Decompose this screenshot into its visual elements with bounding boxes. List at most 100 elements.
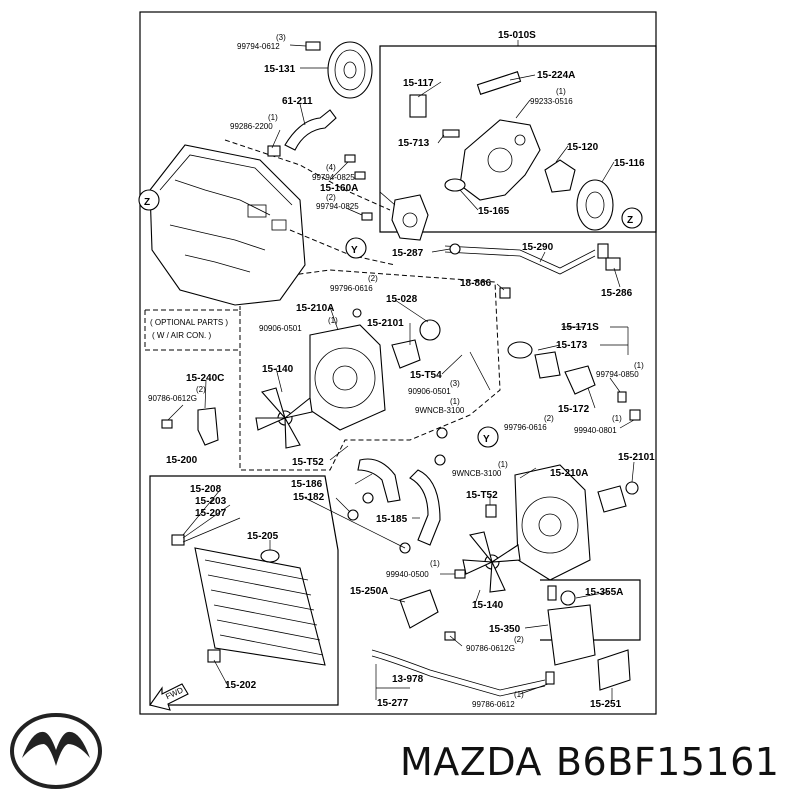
- callout-qty: (1): [450, 397, 460, 406]
- callout-part-number: 15-T52: [466, 490, 498, 501]
- callout-part-number: 15-205: [247, 531, 279, 542]
- ref-marker-z-right: Z: [621, 207, 643, 229]
- callout-part-number: 15-160A: [320, 183, 358, 194]
- callout-part-number: 15-713: [398, 138, 430, 149]
- callout-part-number: 15-287: [392, 248, 424, 259]
- callout-qty: (1): [430, 559, 440, 568]
- callout-part-number: 99786-0612: [472, 700, 515, 709]
- brand-name: MAZDA: [400, 740, 542, 784]
- callout-qty: (1): [498, 460, 508, 469]
- callout-part-number: 15-202: [225, 680, 257, 691]
- callout-qty: (1): [612, 414, 622, 423]
- callout-part-number: 99794-0825: [312, 173, 355, 182]
- callout-part-number: 15-207: [195, 508, 227, 519]
- callout-qty: (4): [326, 163, 336, 172]
- callout-qty: (3): [450, 379, 460, 388]
- callout-qty: (3): [276, 33, 286, 42]
- callout-qty: (1): [328, 316, 338, 325]
- part-number: B6BF15161: [555, 740, 780, 784]
- callout-qty: (1): [634, 361, 644, 370]
- callout-qty: (2): [196, 385, 206, 394]
- svg-text:Z: Z: [144, 197, 150, 208]
- callout-part-number: 99794-0612: [237, 42, 280, 51]
- callout-part-number: 15-240C: [186, 373, 224, 384]
- callout-part-number: 99796-0616: [504, 423, 547, 432]
- svg-text:Y: Y: [351, 245, 358, 256]
- callout-part-number: 15-117: [403, 78, 434, 89]
- callout-part-number: 99796-0616: [330, 284, 373, 293]
- ref-marker-y-right: Y: [477, 426, 499, 448]
- condenser-fan-assembly: [309, 308, 441, 431]
- callout-part-number: 15-277: [377, 698, 409, 709]
- optional-note-1: ( OPTIONAL PARTS ): [150, 318, 228, 327]
- callout-part-number: 15-210A: [296, 303, 334, 314]
- kit-frame: [379, 45, 657, 233]
- callout-qty: (2): [368, 274, 378, 283]
- water-pump-pulley: [305, 41, 373, 99]
- svg-text:Y: Y: [483, 434, 490, 445]
- thermostat-housing: [344, 154, 429, 241]
- mazda-logo-icon: [10, 713, 102, 789]
- optional-note-2: ( W / AIR CON. ): [152, 331, 211, 340]
- footer-title: MAZDA B6BF15161: [400, 740, 793, 784]
- callout-part-number: 90786-0612G: [466, 644, 515, 653]
- callout-part-number: 13-978: [392, 674, 424, 685]
- radiator-hoses: [347, 427, 448, 554]
- engine-block: [149, 144, 306, 306]
- optional-parts-zone: [145, 269, 501, 471]
- radiator-frame: [149, 475, 339, 706]
- callout-part-number: 15-171S: [561, 322, 599, 333]
- callout-qty: (2): [326, 193, 336, 202]
- ref-marker-y-left: Y: [345, 237, 367, 259]
- kit-label: 15-010S: [498, 30, 536, 41]
- forward-arrow: FWD: [149, 683, 189, 711]
- callout-part-number: 15-172: [558, 404, 590, 415]
- callout-part-number: 99233-0516: [530, 97, 573, 106]
- water-pump-assembly: [409, 71, 614, 231]
- callout-part-number: 15-131: [264, 64, 296, 75]
- callout-part-number: 15-286: [601, 288, 633, 299]
- callout-part-number: 61-211: [282, 96, 313, 107]
- callout-part-number: 15-250A: [350, 586, 388, 597]
- callout-qty: (1): [268, 113, 278, 122]
- part-callouts: (3) 99794-0612 15-131 61-211 (1) 99286-2…: [148, 33, 655, 710]
- callout-part-number: 15-2101: [618, 452, 655, 463]
- bypass-pipe: [444, 243, 621, 299]
- callout-qty: (1): [514, 690, 524, 699]
- callout-part-number: 15-355A: [585, 587, 623, 598]
- callout-part-number: 15-251: [590, 699, 622, 710]
- callout-part-number: 99794-0850: [596, 370, 639, 379]
- overflow-hose: [371, 649, 546, 691]
- fan-blade-15-140-lower: [454, 504, 521, 593]
- bracket-15-240c: [197, 407, 219, 446]
- diagram-frame: [139, 11, 657, 715]
- callout-part-number: 99940-0801: [574, 426, 617, 435]
- callout-part-number: 15-203: [195, 496, 227, 507]
- callout-part-number: 99286-2200: [230, 122, 273, 131]
- callout-part-number: 15-120: [567, 142, 599, 153]
- callout-part-number: 15-350: [489, 624, 521, 635]
- radiator-label: 15-200: [166, 455, 198, 466]
- callout-qty: (2): [544, 414, 554, 423]
- callout-part-number: 15-186: [291, 479, 323, 490]
- callout-part-number: 15-290: [522, 242, 554, 253]
- callout-part-number: 15-182: [293, 492, 325, 503]
- radiator-fan-assembly: [514, 464, 639, 581]
- callout-part-number: 15-140: [472, 600, 504, 611]
- fan-blade-15-140-upper: [255, 387, 313, 449]
- callout-part-number: 15-224A: [537, 70, 575, 81]
- callout-qty: (2): [514, 635, 524, 644]
- callout-part-number: 15-T54: [410, 370, 442, 381]
- radiator: [171, 534, 326, 666]
- svg-text:Z: Z: [627, 215, 633, 226]
- callout-part-number: 90786-0612G: [148, 394, 197, 403]
- callout-part-number: 15-208: [190, 484, 222, 495]
- callout-part-number: 15-T52: [292, 457, 324, 468]
- callout-part-number: 15-210A: [550, 468, 588, 479]
- callout-qty: (1): [556, 87, 566, 96]
- callout-part-number: 9WNCB-3100: [452, 469, 502, 478]
- callout-part-number: 9WNCB-3100: [415, 406, 465, 415]
- callout-part-number: 15-2101: [367, 318, 404, 329]
- callout-part-number: 99940-0500: [386, 570, 429, 579]
